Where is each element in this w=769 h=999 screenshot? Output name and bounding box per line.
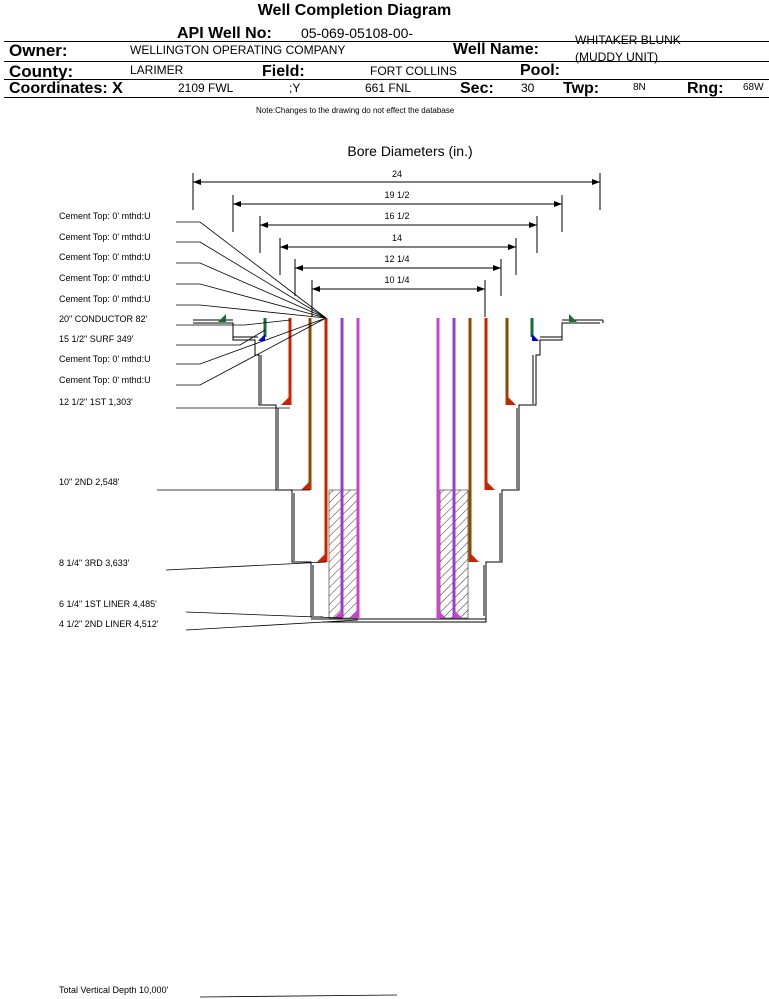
coord-x-value: 2109 FWL [178,81,234,95]
drawing-note: Note:Changes to the drawing do not effec… [256,106,455,115]
cement-top-label: Cement Top: 0' mthd:U [59,211,151,221]
bore-title: Bore Diameters (in.) [347,143,472,159]
first-liner-label: 6 1/4" 1ST LINER 4,485' [59,599,157,609]
second-casing-label: 10" 2ND 2,548' [59,477,120,487]
total-depth-line [199,994,398,998]
dimension-16-1-2: 16 1/2 [259,211,538,253]
cement-top-label: Cement Top: 0' mthd:U [59,232,151,242]
rng-label: Rng: [687,80,724,97]
total-depth-label: Total Vertical Depth 10,000' [59,985,169,995]
cement-top-label: Cement Top: 0' mthd:U [59,294,151,304]
coordinates-label: Coordinates: X [9,80,123,97]
casing-strings [263,318,534,618]
dimension-label: 16 1/2 [384,211,409,221]
dimension-label: 14 [392,233,402,243]
well-name-line2: (MUDDY UNIT) [575,50,659,64]
dimension-12-1-4: 12 1/4 [294,254,502,296]
twp-value: 8N [633,82,646,93]
sec-value: 30 [521,81,535,95]
field-value: FORT COLLINS [370,64,457,78]
cement-top-label: Cement Top: 0' mthd:U [59,252,151,262]
third-casing-label: 8 1/4" 3RD 3,633' [59,558,130,568]
well-bore-core [360,318,438,618]
dimension-10-1-4: 10 1/4 [311,275,486,317]
coord-y-label: ;Y [289,81,301,95]
leader-lines [157,221,359,631]
api-value: 05-069-05108-00- [301,25,414,41]
surface-casing-label: 15 1/2" SURF 349' [59,334,134,344]
first-casing-label: 12 1/2" 1ST 1,303' [59,397,133,407]
dimension-14: 14 [279,233,517,275]
well-name-line1: WHITAKER BLUNK [575,33,681,47]
well-name-label: Well Name: [453,41,539,58]
conductor-casing-label: 20" CONDUCTOR 82' [59,314,148,324]
dimension-19-1-2: 19 1/2 [232,190,563,232]
dimension-label: 10 1/4 [384,275,409,285]
owner-value: WELLINGTON OPERATING COMPANY [130,43,346,57]
county-value: LARIMER [130,63,184,77]
cement-top-label: Cement Top: 0' mthd:U [59,375,151,385]
diagram-title: Well Completion Diagram [257,2,452,19]
twp-label: Twp: [563,80,600,97]
dimension-label: 24 [392,169,402,179]
second-liner-label: 4 1/2" 2ND LINER 4,512' [59,619,159,629]
sec-label: Sec: [460,80,494,97]
api-label: API Well No: [177,25,272,42]
casing-shoes [218,314,577,618]
dimension-24: 24 [192,169,601,210]
dimension-label: 19 1/2 [384,190,409,200]
dimension-label: 12 1/4 [384,254,409,264]
pool-label: Pool: [520,62,560,79]
coord-y-value: 661 FNL [365,81,412,95]
rng-value: 68W [743,82,764,93]
owner-label: Owner: [9,41,68,60]
cement-top-label: Cement Top: 0' mthd:U [59,354,151,364]
cement-top-label: Cement Top: 0' mthd:U [59,273,151,283]
field-label: Field: [262,63,305,80]
county-label: County: [9,62,74,81]
